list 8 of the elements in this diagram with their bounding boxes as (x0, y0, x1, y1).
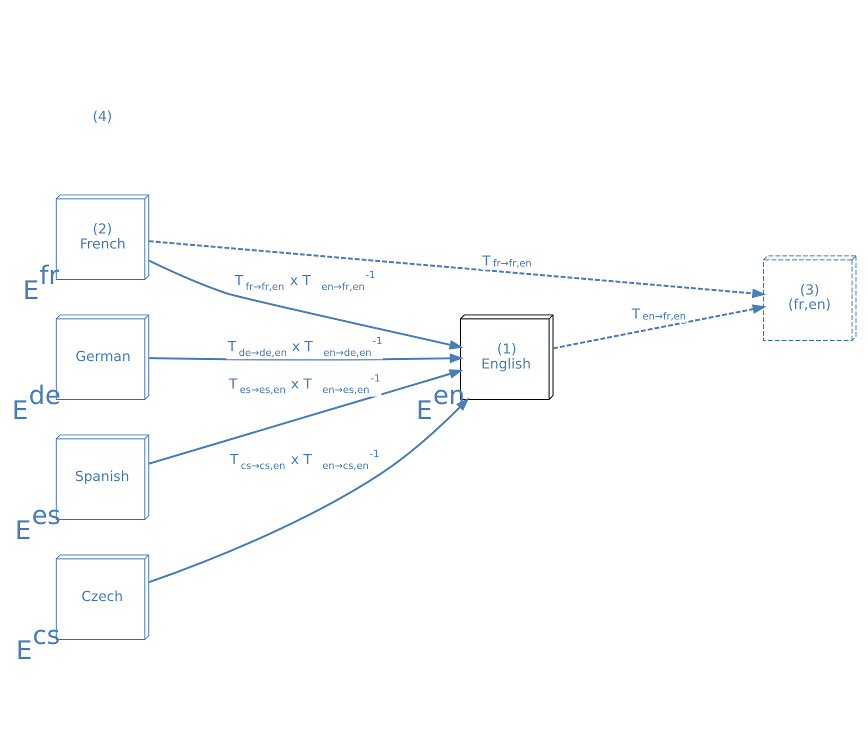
arrow (148, 240, 766, 298)
arrow (148, 397, 470, 583)
arrow (148, 353, 464, 363)
label: (4) (92, 108, 112, 124)
edge-label: Tfr→fr,en (482, 252, 532, 269)
edge-label: Ten→fr,en (632, 306, 686, 322)
arrow (148, 368, 464, 464)
arrow (148, 259, 464, 349)
